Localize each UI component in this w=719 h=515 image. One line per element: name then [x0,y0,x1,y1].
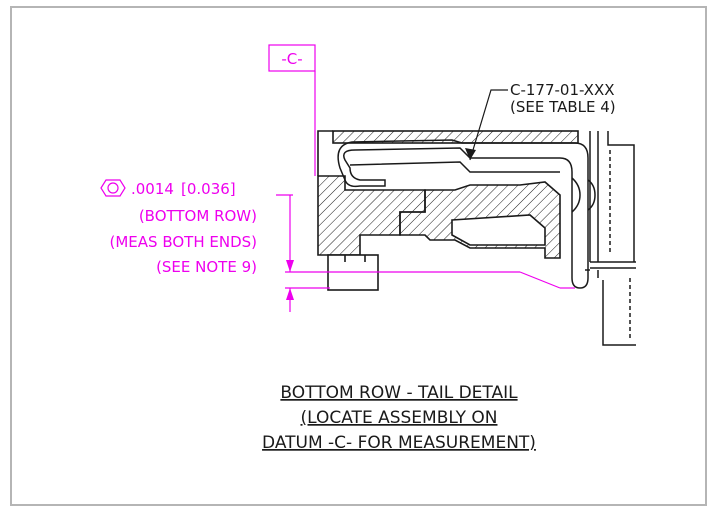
part-leader [465,89,508,161]
title-line-1: BOTTOM ROW - TAIL DETAIL [280,383,518,403]
title-line-2: (LOCATE ASSEMBLY ON [301,408,498,428]
title-line-3: DATUM -C- FOR MEASUREMENT) [262,433,536,453]
detail-title: BOTTOM ROW - TAIL DETAIL (LOCATE ASSEMBL… [262,383,536,453]
contact-tail [337,139,596,289]
housing-section [317,130,579,291]
flatness-symbol-icon [100,179,126,197]
tolerance-note-2: (MEAS BOTH ENDS) [110,233,258,251]
tolerance-note-1: (BOTTOM ROW) [139,207,257,225]
part-reference: (SEE TABLE 4) [510,98,616,116]
datum-c-box [268,44,316,72]
tolerance-value: .0014 [131,180,174,198]
housing-top-wall [332,130,579,144]
datum-label: -C- [281,50,302,68]
mating-board [585,131,636,346]
tolerance-note-3: (SEE NOTE 9) [156,258,257,276]
tolerance-metric: [0.036] [181,180,236,198]
dimension-lines [268,44,575,312]
part-number: C-177-01-XXX [510,81,615,99]
housing-inner-cavity [451,214,546,246]
